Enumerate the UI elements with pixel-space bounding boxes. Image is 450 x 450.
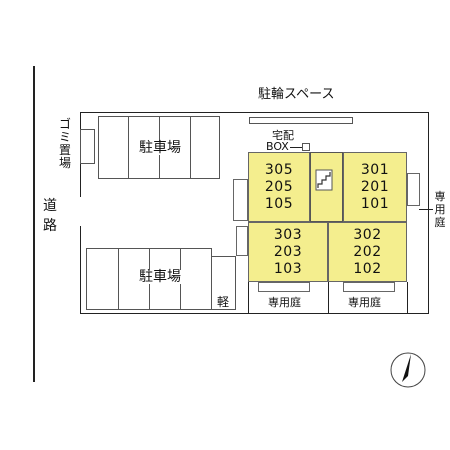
unit-block-305-205-105: 305 205 105 xyxy=(248,152,310,222)
room-number: 203 xyxy=(273,243,303,260)
balcony-left-top xyxy=(233,179,248,221)
stairs-icon xyxy=(315,169,333,191)
balcony-bottom-left xyxy=(258,282,310,292)
room-number: 102 xyxy=(353,260,382,277)
private-garden-bottom-right-label: 専用庭 xyxy=(348,296,381,309)
room-number: 305 xyxy=(264,161,294,178)
garbage-area xyxy=(80,129,95,164)
garden-divider xyxy=(407,282,408,314)
bicycle-space-label: 駐輪スペース xyxy=(258,87,335,102)
parking-bottom-label: 駐車場 xyxy=(138,269,182,285)
room-number: 205 xyxy=(264,178,294,195)
garbage-label: ゴミ置場 xyxy=(58,117,71,170)
private-garden-right-label: 専用庭 xyxy=(434,190,446,229)
room-number: 202 xyxy=(353,243,382,260)
private-garden-bottom-left-label: 専用庭 xyxy=(268,296,301,309)
garden-divider xyxy=(328,282,329,314)
balcony-bottom-right xyxy=(343,282,395,292)
balcony-left-bottom xyxy=(236,226,248,256)
room-number: 103 xyxy=(273,260,303,277)
garden-divider xyxy=(248,282,249,314)
property-bottom-edge xyxy=(80,313,429,314)
delivery-box xyxy=(302,143,310,151)
private-garden-right-leader xyxy=(419,209,433,210)
road-line xyxy=(33,66,35,382)
balcony-right xyxy=(407,173,420,206)
room-number: 303 xyxy=(273,226,303,243)
property-top-edge xyxy=(80,112,428,113)
unit-block-303-203-103: 303 203 103 xyxy=(248,222,328,282)
room-number: 101 xyxy=(360,195,390,212)
delivery-box-leader xyxy=(290,147,302,148)
parking-top-label: 駐車場 xyxy=(138,140,182,156)
unit-block-301-201-101: 301 201 101 xyxy=(343,152,407,222)
property-left-edge-bottom xyxy=(80,226,81,314)
parking-stall-divider xyxy=(190,117,191,178)
room-number: 105 xyxy=(264,195,294,212)
room-number: 301 xyxy=(360,161,390,178)
property-right-edge xyxy=(428,112,429,314)
unit-block-302-202-102: 302 202 102 xyxy=(328,222,407,282)
delivery-box-label-line1: 宅配 xyxy=(272,129,294,142)
room-number: 201 xyxy=(360,178,390,195)
kei-parking-label: 軽 xyxy=(217,295,230,309)
bicycle-space xyxy=(249,117,353,124)
room-number: 302 xyxy=(353,226,382,243)
kei-parking-space xyxy=(211,256,236,310)
parking-stall-divider xyxy=(128,117,129,178)
north-arrow-icon xyxy=(390,352,426,388)
road-label: 道路 xyxy=(43,198,57,234)
delivery-box-label-line2: BOX xyxy=(266,140,289,153)
stairwell xyxy=(310,152,343,222)
parking-stall-divider xyxy=(118,249,119,309)
